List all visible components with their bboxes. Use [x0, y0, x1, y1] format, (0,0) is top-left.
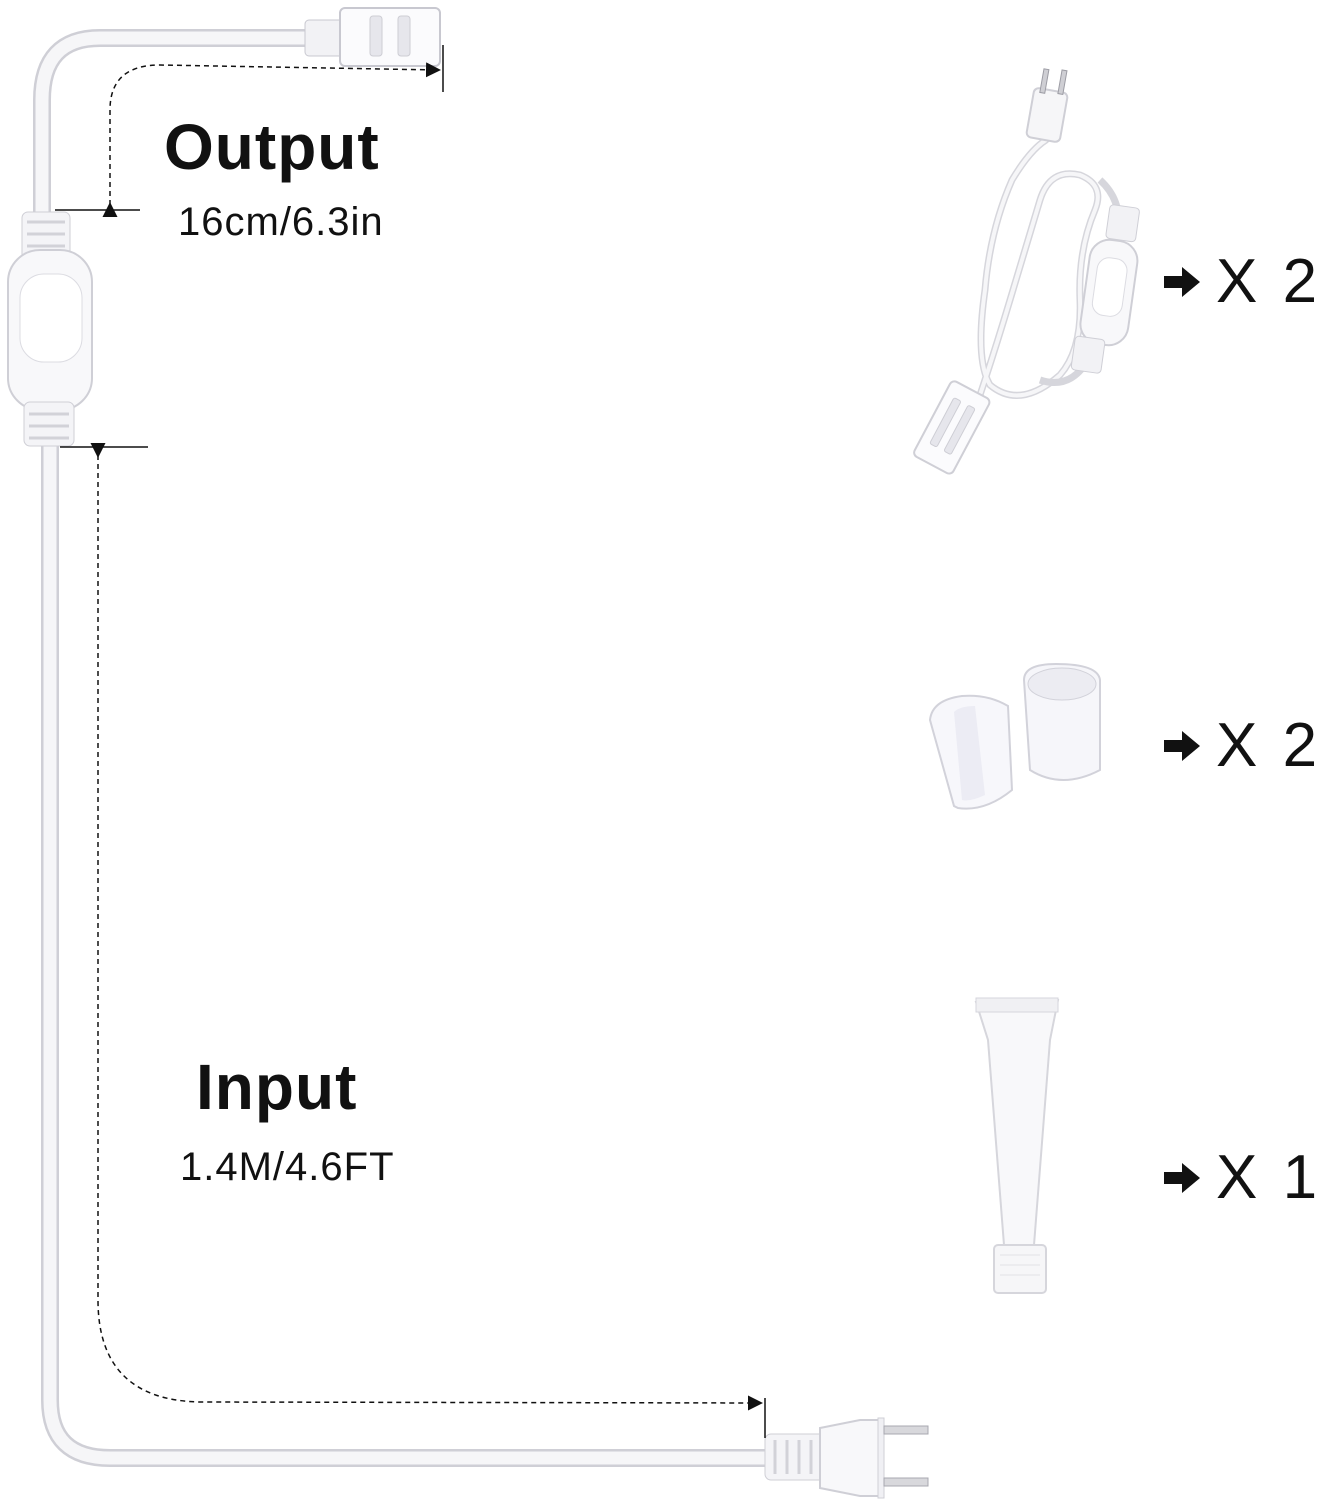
output-title: Output — [164, 111, 380, 183]
arrow-right-icon — [1164, 266, 1200, 297]
quantity-label: X 2 — [1216, 711, 1322, 780]
power-cord-switch — [913, 68, 1140, 475]
output-connector — [304, 7, 441, 67]
input-length: 1.4M/4.6FT — [180, 1145, 395, 1189]
quantity-power-cord: X 2 — [1162, 246, 1321, 317]
quantity-label: X 2 — [1216, 247, 1322, 316]
quantity-label: X 1 — [1216, 1143, 1322, 1212]
output-dimension — [55, 45, 444, 217]
input-plug — [764, 1417, 929, 1499]
glue-tube — [974, 997, 1060, 1294]
arrow-right-icon — [1164, 1162, 1200, 1193]
quantity-glue-tube: X 1 — [1162, 1142, 1321, 1213]
output-length: 16cm/6.3in — [178, 200, 384, 244]
main-cable — [33, 29, 779, 1467]
arrow-right-icon — [1164, 730, 1200, 761]
quantity-end-caps: X 2 — [1162, 710, 1321, 781]
input-title: Input — [196, 1051, 358, 1123]
end-caps — [928, 662, 1101, 810]
inline-switch — [7, 211, 93, 447]
input-dimension — [60, 443, 766, 1438]
